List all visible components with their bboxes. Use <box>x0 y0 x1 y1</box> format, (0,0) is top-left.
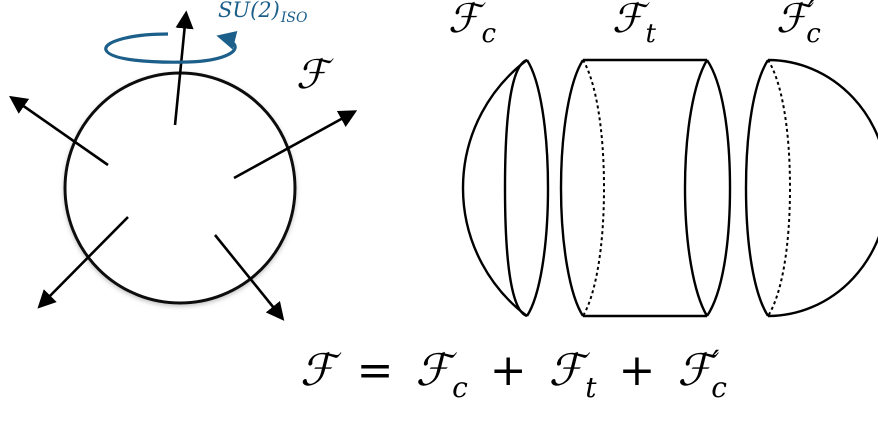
equation-term-cap-right-prime: ′ <box>711 343 720 381</box>
equals-sign: = <box>356 345 394 396</box>
plus-sign: + <box>489 345 527 396</box>
arrow-lower-right <box>213 234 285 321</box>
piece-tube <box>559 58 732 318</box>
decomposition-equation: ℱ = ℱc + ℱt + ℱ′c <box>300 343 727 404</box>
piece-symbol: ℱ <box>448 0 480 42</box>
arrow-lower-left <box>37 216 129 309</box>
piece-symbol: ℱ <box>612 0 644 42</box>
piece-symbol: ℱ <box>776 0 808 42</box>
arrow-right <box>233 110 358 180</box>
rotation-label: SU(2)ISO <box>218 0 307 26</box>
sphere-symbol-label: ℱ <box>296 52 327 98</box>
equation-term-tube: ℱ <box>548 345 584 396</box>
equation-lhs: ℱ <box>300 345 335 396</box>
piece-cap-left <box>461 58 550 318</box>
piece-cap-right <box>744 58 878 318</box>
piece-label-tube: ℱt <box>612 0 656 49</box>
rotation-label-subscript: ISO <box>280 10 308 26</box>
arrow-upper-left <box>9 95 109 167</box>
equation-term-cap-left-sub: c <box>452 371 468 404</box>
arrow-up <box>173 10 194 126</box>
equation-term-cap-right-sub: c <box>711 371 727 404</box>
sphere-symbol: ℱ <box>296 52 328 98</box>
rotation-arrow-icon <box>104 30 238 64</box>
piece-subscript: c <box>481 19 497 49</box>
piece-label-cap-left: ℱc <box>448 0 496 49</box>
piece-label-cap-right: ℱ′c <box>776 0 821 49</box>
rotation-label-main: SU(2) <box>218 0 280 22</box>
equation-term-cap-right: ℱ <box>677 345 712 396</box>
piece-subscript: c <box>806 19 821 49</box>
plus-sign: + <box>618 345 656 396</box>
radial-arrows <box>9 10 358 321</box>
sphere-field <box>63 71 297 305</box>
piece-prime: ′ <box>807 0 815 30</box>
piece-subscript: t <box>645 19 656 49</box>
equation-term-cap-left: ℱ <box>415 345 451 396</box>
equation-term-tube-sub: t <box>585 371 597 404</box>
